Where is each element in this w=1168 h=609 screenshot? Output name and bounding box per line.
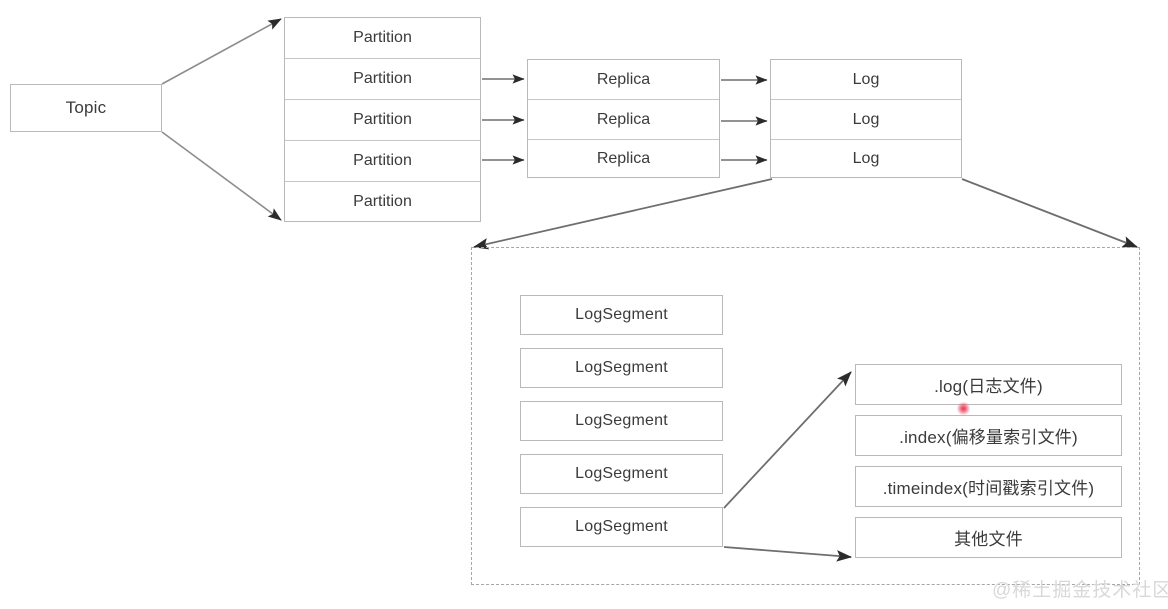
- replica-row[interactable]: Replica: [528, 140, 719, 177]
- logsegment-label: LogSegment: [575, 465, 668, 482]
- cursor-highlight-dot: [957, 402, 970, 415]
- watermark-label: @稀土掘金技术社区: [992, 580, 1168, 601]
- edge-topic-to-partitions: [161, 18, 282, 221]
- logsegment-label: LogSegment: [575, 518, 668, 535]
- edge-replicas-to-logs: [721, 75, 768, 165]
- log-label: Log: [852, 110, 880, 128]
- partition-row[interactable]: Partition: [285, 18, 480, 59]
- partition-row[interactable]: Partition: [285, 141, 480, 182]
- edge-log-to-segment-group: [472, 178, 1139, 250]
- segment-file-label: 其他文件: [954, 530, 1023, 549]
- logsegment-box[interactable]: LogSegment: [520, 507, 723, 547]
- segment-file-label: .timeindex(时间戳索引文件): [882, 479, 1095, 498]
- logsegment-box[interactable]: LogSegment: [520, 454, 723, 494]
- segment-file-label: .log(日志文件): [934, 377, 1043, 396]
- replica-label: Replica: [596, 149, 651, 167]
- partition-row[interactable]: Partition: [285, 100, 480, 141]
- logsegment-box[interactable]: LogSegment: [520, 401, 723, 441]
- partition-label: Partition: [353, 111, 412, 128]
- replica-row[interactable]: Replica: [528, 60, 719, 100]
- partition-label: Partition: [353, 29, 412, 46]
- log-detail-group: [471, 247, 1140, 585]
- partition-label: Partition: [353, 152, 412, 169]
- segment-file-box-index[interactable]: .index(偏移量索引文件): [855, 415, 1122, 456]
- log-stack: Log Log Log: [770, 59, 962, 178]
- replica-label: Replica: [596, 110, 651, 128]
- log-row[interactable]: Log: [771, 100, 961, 140]
- segment-file-label: .index(偏移量索引文件): [899, 428, 1078, 447]
- partition-stack: Partition Partition Partition Partition …: [284, 17, 481, 222]
- log-row[interactable]: Log: [771, 140, 961, 177]
- partition-label: Partition: [353, 192, 412, 210]
- log-label: Log: [852, 70, 880, 88]
- segment-file-box-timeindex[interactable]: .timeindex(时间戳索引文件): [855, 466, 1122, 507]
- replica-label: Replica: [596, 70, 651, 88]
- log-label: Log: [852, 149, 880, 167]
- segment-file-box-other[interactable]: 其他文件: [855, 517, 1122, 558]
- logsegment-label: LogSegment: [575, 306, 668, 323]
- partition-label: Partition: [353, 70, 412, 87]
- logsegment-label: LogSegment: [575, 412, 668, 429]
- partition-row[interactable]: Partition: [285, 59, 480, 100]
- partition-row[interactable]: Partition: [285, 182, 480, 221]
- replica-row[interactable]: Replica: [528, 100, 719, 140]
- segment-file-box-log[interactable]: .log(日志文件): [855, 364, 1122, 405]
- logsegment-label: LogSegment: [575, 359, 668, 376]
- replica-stack: Replica Replica Replica: [527, 59, 720, 178]
- logsegment-box[interactable]: LogSegment: [520, 348, 723, 388]
- edge-partitions-to-replicas: [482, 74, 525, 165]
- logsegment-box[interactable]: LogSegment: [520, 295, 723, 335]
- topic-label: Topic: [65, 98, 107, 117]
- topic-box[interactable]: Topic: [10, 84, 162, 132]
- log-row[interactable]: Log: [771, 60, 961, 100]
